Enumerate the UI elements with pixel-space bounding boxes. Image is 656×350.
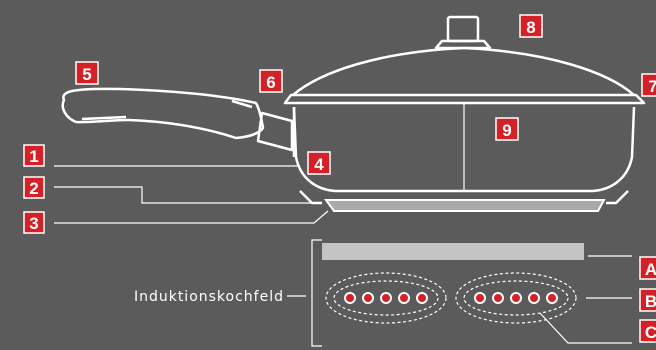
handle-grip-line (81, 115, 127, 121)
badge-8: 8 (519, 14, 543, 38)
badge-b: B (639, 288, 656, 312)
zone-inner-ring-right (463, 280, 569, 316)
badge-2: 2 (23, 176, 45, 199)
induction-coil-marker (474, 292, 486, 304)
badge-7: 7 (641, 73, 656, 97)
leader-line-3 (54, 210, 329, 224)
svg-text:6: 6 (266, 73, 275, 92)
handle-grip-accent (231, 99, 253, 109)
induction-coil-marker (492, 292, 504, 304)
coil-row-right (474, 292, 558, 304)
zone-outer-ring-left (325, 272, 447, 324)
zone-outer-ring-right (455, 272, 577, 324)
induction-coil-marker (362, 292, 374, 304)
svg-text:7: 7 (648, 77, 656, 96)
leader-lines (54, 165, 632, 344)
leader-line-c (539, 312, 632, 344)
induction-coil-marker (546, 292, 558, 304)
coil-row-left (344, 292, 428, 304)
pan-lid (283, 15, 646, 105)
badge-9: 9 (495, 117, 519, 141)
svg-text:C: C (645, 323, 656, 342)
badge-5: 5 (75, 61, 99, 85)
svg-text:8: 8 (526, 18, 535, 37)
svg-text:A: A (645, 260, 656, 279)
svg-text:B: B (645, 292, 656, 311)
badge-a: A (639, 256, 656, 280)
handle-collar (256, 111, 294, 152)
induction-coil-marker (398, 292, 410, 304)
induction-coil-marker (510, 292, 522, 304)
badge-3: 3 (23, 211, 45, 234)
induction-coil-marker (528, 292, 540, 304)
lid-knob-base (434, 39, 492, 50)
cooktop-glass-surface (322, 243, 584, 260)
svg-text:4: 4 (314, 155, 324, 174)
svg-text:5: 5 (82, 65, 91, 84)
pan-bottom-right (606, 190, 629, 205)
pan-body (292, 106, 636, 205)
pan-wall (292, 106, 636, 193)
badge-6: 6 (259, 69, 283, 93)
badge-c: C (639, 319, 656, 343)
svg-text:9: 9 (502, 121, 511, 140)
induction-coil-marker (380, 292, 392, 304)
svg-text:2: 2 (29, 179, 38, 198)
badge-1: 1 (23, 144, 45, 167)
zone-inner-ring-left (333, 280, 439, 316)
cooktop-bracket (311, 239, 322, 347)
induction-coil-marker (344, 292, 356, 304)
handle-grip (61, 87, 265, 140)
induction-base-plate (324, 199, 606, 212)
pan-bottom-left (299, 190, 322, 205)
lid-dome (292, 46, 635, 96)
svg-text:1: 1 (29, 147, 38, 166)
leader-line-2 (54, 186, 322, 204)
induction-zone-right (455, 272, 577, 324)
induction-coil-marker (416, 292, 428, 304)
badge-4: 4 (307, 151, 331, 175)
cooktop-label: Induktionskochfeld (134, 289, 284, 305)
induction-zone-left (325, 272, 447, 324)
svg-text:3: 3 (29, 214, 38, 233)
lid-rim (283, 93, 646, 105)
pan-handle (61, 87, 294, 152)
lid-knob (446, 15, 480, 43)
